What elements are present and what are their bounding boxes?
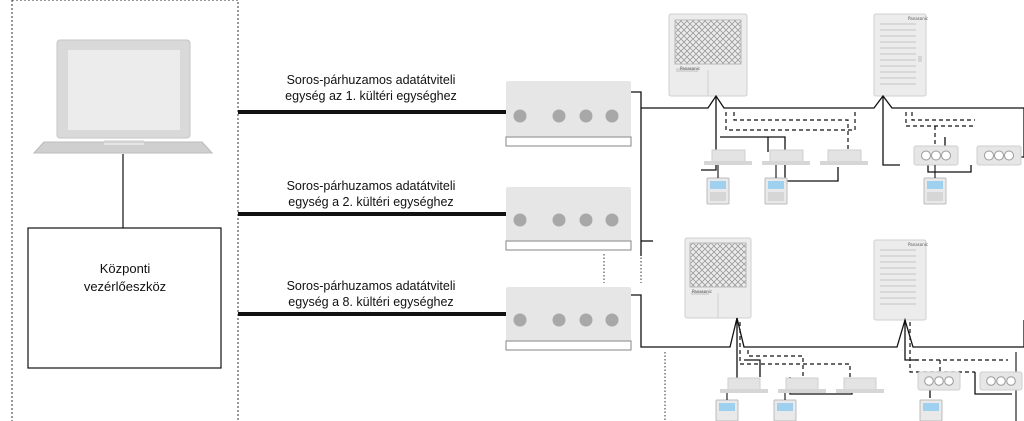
cassette-unit-l1 <box>917 371 961 391</box>
indoor-unit-u1 <box>704 149 752 165</box>
adapter-label-2: Soros-párhuzamos adatátviteli egység a 2… <box>268 178 474 210</box>
remote-controller-l1 <box>715 399 739 421</box>
adapter-label-1-line1: Soros-párhuzamos adatátviteli <box>286 73 456 87</box>
cassette-unit-u2 <box>976 145 1022 166</box>
brand-logo-8a: Panasonic <box>692 289 712 294</box>
adapter-wiring <box>631 91 653 348</box>
central-controller-line2: vezérlőeszköz <box>83 279 167 294</box>
indoor-unit-l2 <box>778 377 826 393</box>
adapter-unit-2 <box>505 187 632 251</box>
indoor-unit-u2 <box>762 149 810 165</box>
lower-refrigerant-lines <box>653 317 1024 398</box>
adapter-label-1: Soros-párhuzamos adatátviteli egység az … <box>268 72 474 104</box>
adapter-unit-1 <box>505 81 632 147</box>
adapter-label-2-line2: egység a 2. kültéri egységhez <box>288 195 454 209</box>
central-controller-label: Központi vezérlőeszköz <box>30 260 220 296</box>
indoor-unit-l3 <box>836 377 884 393</box>
indoor-unit-l1 <box>720 377 768 393</box>
remote-controller-u1 <box>706 177 730 205</box>
cassette-unit-l2 <box>979 371 1023 391</box>
lower-control-lines <box>739 322 1008 380</box>
remote-controller-l2 <box>773 399 797 421</box>
brand-logo-1a: Panasonic <box>680 66 700 71</box>
adapter-label-8-line2: egység a 8. kültéri egységhez <box>288 295 454 309</box>
brand-logo-1b: Panasonic <box>908 16 928 21</box>
central-controller-box <box>27 227 222 369</box>
central-controller-line1: Központi <box>99 261 151 276</box>
cassette-unit-u1 <box>913 145 959 166</box>
brand-logo-8b: Panasonic <box>908 242 928 247</box>
outdoor-unit-8a <box>684 237 752 319</box>
adapter-unit-8 <box>505 287 632 351</box>
remote-controller-l3 <box>919 399 943 421</box>
indoor-unit-u3 <box>820 149 868 165</box>
outdoor-unit-8b <box>873 239 927 321</box>
laptop-icon <box>32 39 214 154</box>
remote-controller-u2 <box>764 177 788 205</box>
upper-refrigerant-lines <box>641 94 1024 182</box>
remote-controller-u3 <box>923 177 947 205</box>
adapter-label-2-line1: Soros-párhuzamos adatátviteli <box>286 179 456 193</box>
outdoor-unit-1a <box>668 13 748 97</box>
outdoor-unit-1b <box>873 13 927 97</box>
adapter-label-8-line1: Soros-párhuzamos adatátviteli <box>286 279 456 293</box>
adapter-label-1-line2: egység az 1. kültéri egységhez <box>285 89 457 103</box>
adapter-label-8: Soros-párhuzamos adatátviteli egység a 8… <box>268 278 474 310</box>
